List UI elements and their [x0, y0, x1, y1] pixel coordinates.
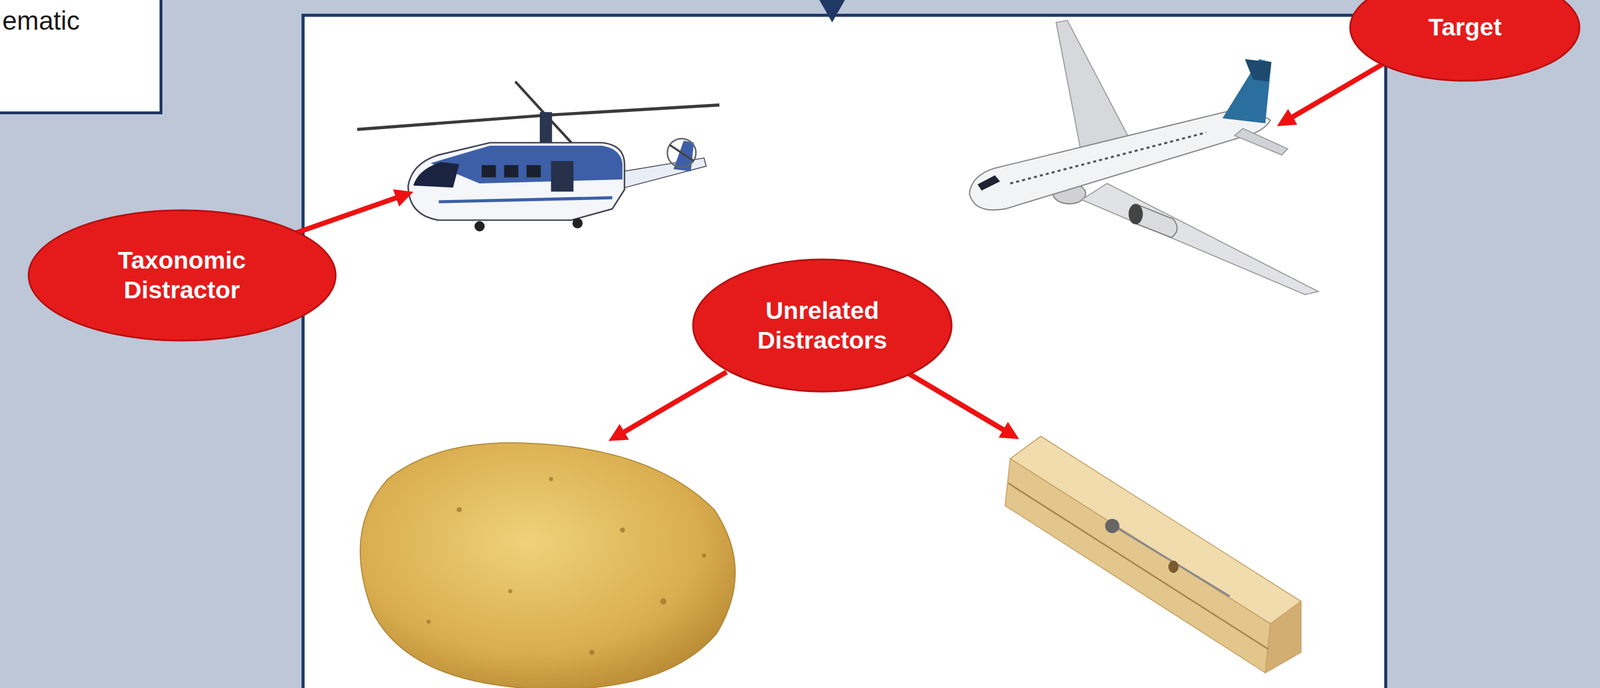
callout-ellipse: Unrelated Distractors	[691, 258, 953, 393]
ellipse-shape	[27, 209, 337, 342]
header-box: ematic	[0, 0, 163, 115]
airplane-image-part	[1056, 20, 1135, 155]
helicopter-image-part	[357, 115, 547, 130]
node-text-group: Taxonomic Distractor	[90, 245, 274, 305]
clothespin-image-part	[1265, 601, 1301, 674]
leader-arrows	[285, 61, 1388, 439]
potato-image	[360, 443, 736, 688]
airplane-image-part	[1010, 132, 1207, 184]
main-panel-part	[819, 0, 846, 23]
airplane-image-part	[1222, 58, 1272, 123]
helicopter-image-part	[481, 165, 496, 178]
helicopter-image-part	[539, 112, 552, 145]
potato-image-part	[508, 589, 513, 594]
airplane-image-part	[977, 175, 1000, 191]
potato-image-part	[702, 554, 707, 559]
helicopter-image-part	[572, 218, 583, 229]
callout-label: Unrelated Distractors	[736, 296, 909, 356]
callout-ellipse: Target	[1348, 0, 1581, 82]
potato-image-part	[426, 619, 431, 624]
potato-image-part	[619, 527, 626, 533]
helicopter-image-part	[546, 105, 720, 116]
callout-ellipse: Taxonomic Distractor	[27, 209, 337, 342]
potato-image-part	[548, 477, 553, 482]
helicopter-image-part	[438, 197, 612, 202]
ellipse-outline	[28, 210, 336, 341]
clothespin-image-part	[1168, 560, 1179, 573]
clothespin-image-part	[1112, 525, 1230, 597]
ellipse-shape	[1348, 0, 1581, 82]
helicopter-image	[357, 81, 720, 232]
ellipse-outline	[1350, 0, 1580, 81]
airplane-image	[969, 20, 1319, 296]
airplane-image-part	[1128, 204, 1144, 225]
airplane-image-part	[1244, 58, 1272, 82]
main-panel	[303, 0, 1386, 688]
ellipse-outline	[693, 259, 952, 392]
helicopter-image-part	[408, 142, 625, 221]
potato-image-part	[456, 507, 463, 513]
main-panel-part	[303, 15, 1386, 688]
clothespin-image-part	[1008, 483, 1269, 650]
header-text: ematic	[2, 5, 160, 37]
leader-arrows-part	[613, 372, 727, 439]
leader-arrows-part	[906, 372, 1015, 437]
helicopter-image-part	[413, 162, 460, 189]
clothespin-image-part	[1105, 519, 1120, 534]
potato-image-part	[360, 443, 736, 688]
helicopter-image-part	[667, 138, 696, 168]
helicopter-image-part	[474, 221, 485, 232]
clothespin-image	[1005, 436, 1301, 674]
node-text-group: Target	[1379, 12, 1551, 43]
potato-image-part	[660, 598, 667, 606]
ellipse-shape	[691, 258, 953, 393]
helicopter-image-part	[551, 161, 574, 193]
leader-arrows-part	[285, 193, 409, 237]
helicopter-image-part	[515, 81, 547, 116]
leader-arrows-part	[1281, 61, 1388, 124]
airplane-image-part	[1081, 183, 1319, 295]
helicopter-image-part	[504, 165, 519, 178]
node-text-group: ematic	[2, 5, 160, 37]
callout-label: Taxonomic Distractor	[90, 245, 274, 305]
helicopter-image-part	[430, 145, 623, 184]
helicopter-image-part	[669, 144, 695, 162]
clothespin-image-part	[1005, 459, 1271, 674]
helicopter-image-part	[526, 165, 541, 178]
potato-image-part	[589, 650, 595, 656]
airplane-image-part	[1234, 128, 1288, 155]
node-text-group: Unrelated Distractors	[736, 296, 909, 356]
callout-label: Target	[1379, 12, 1551, 43]
